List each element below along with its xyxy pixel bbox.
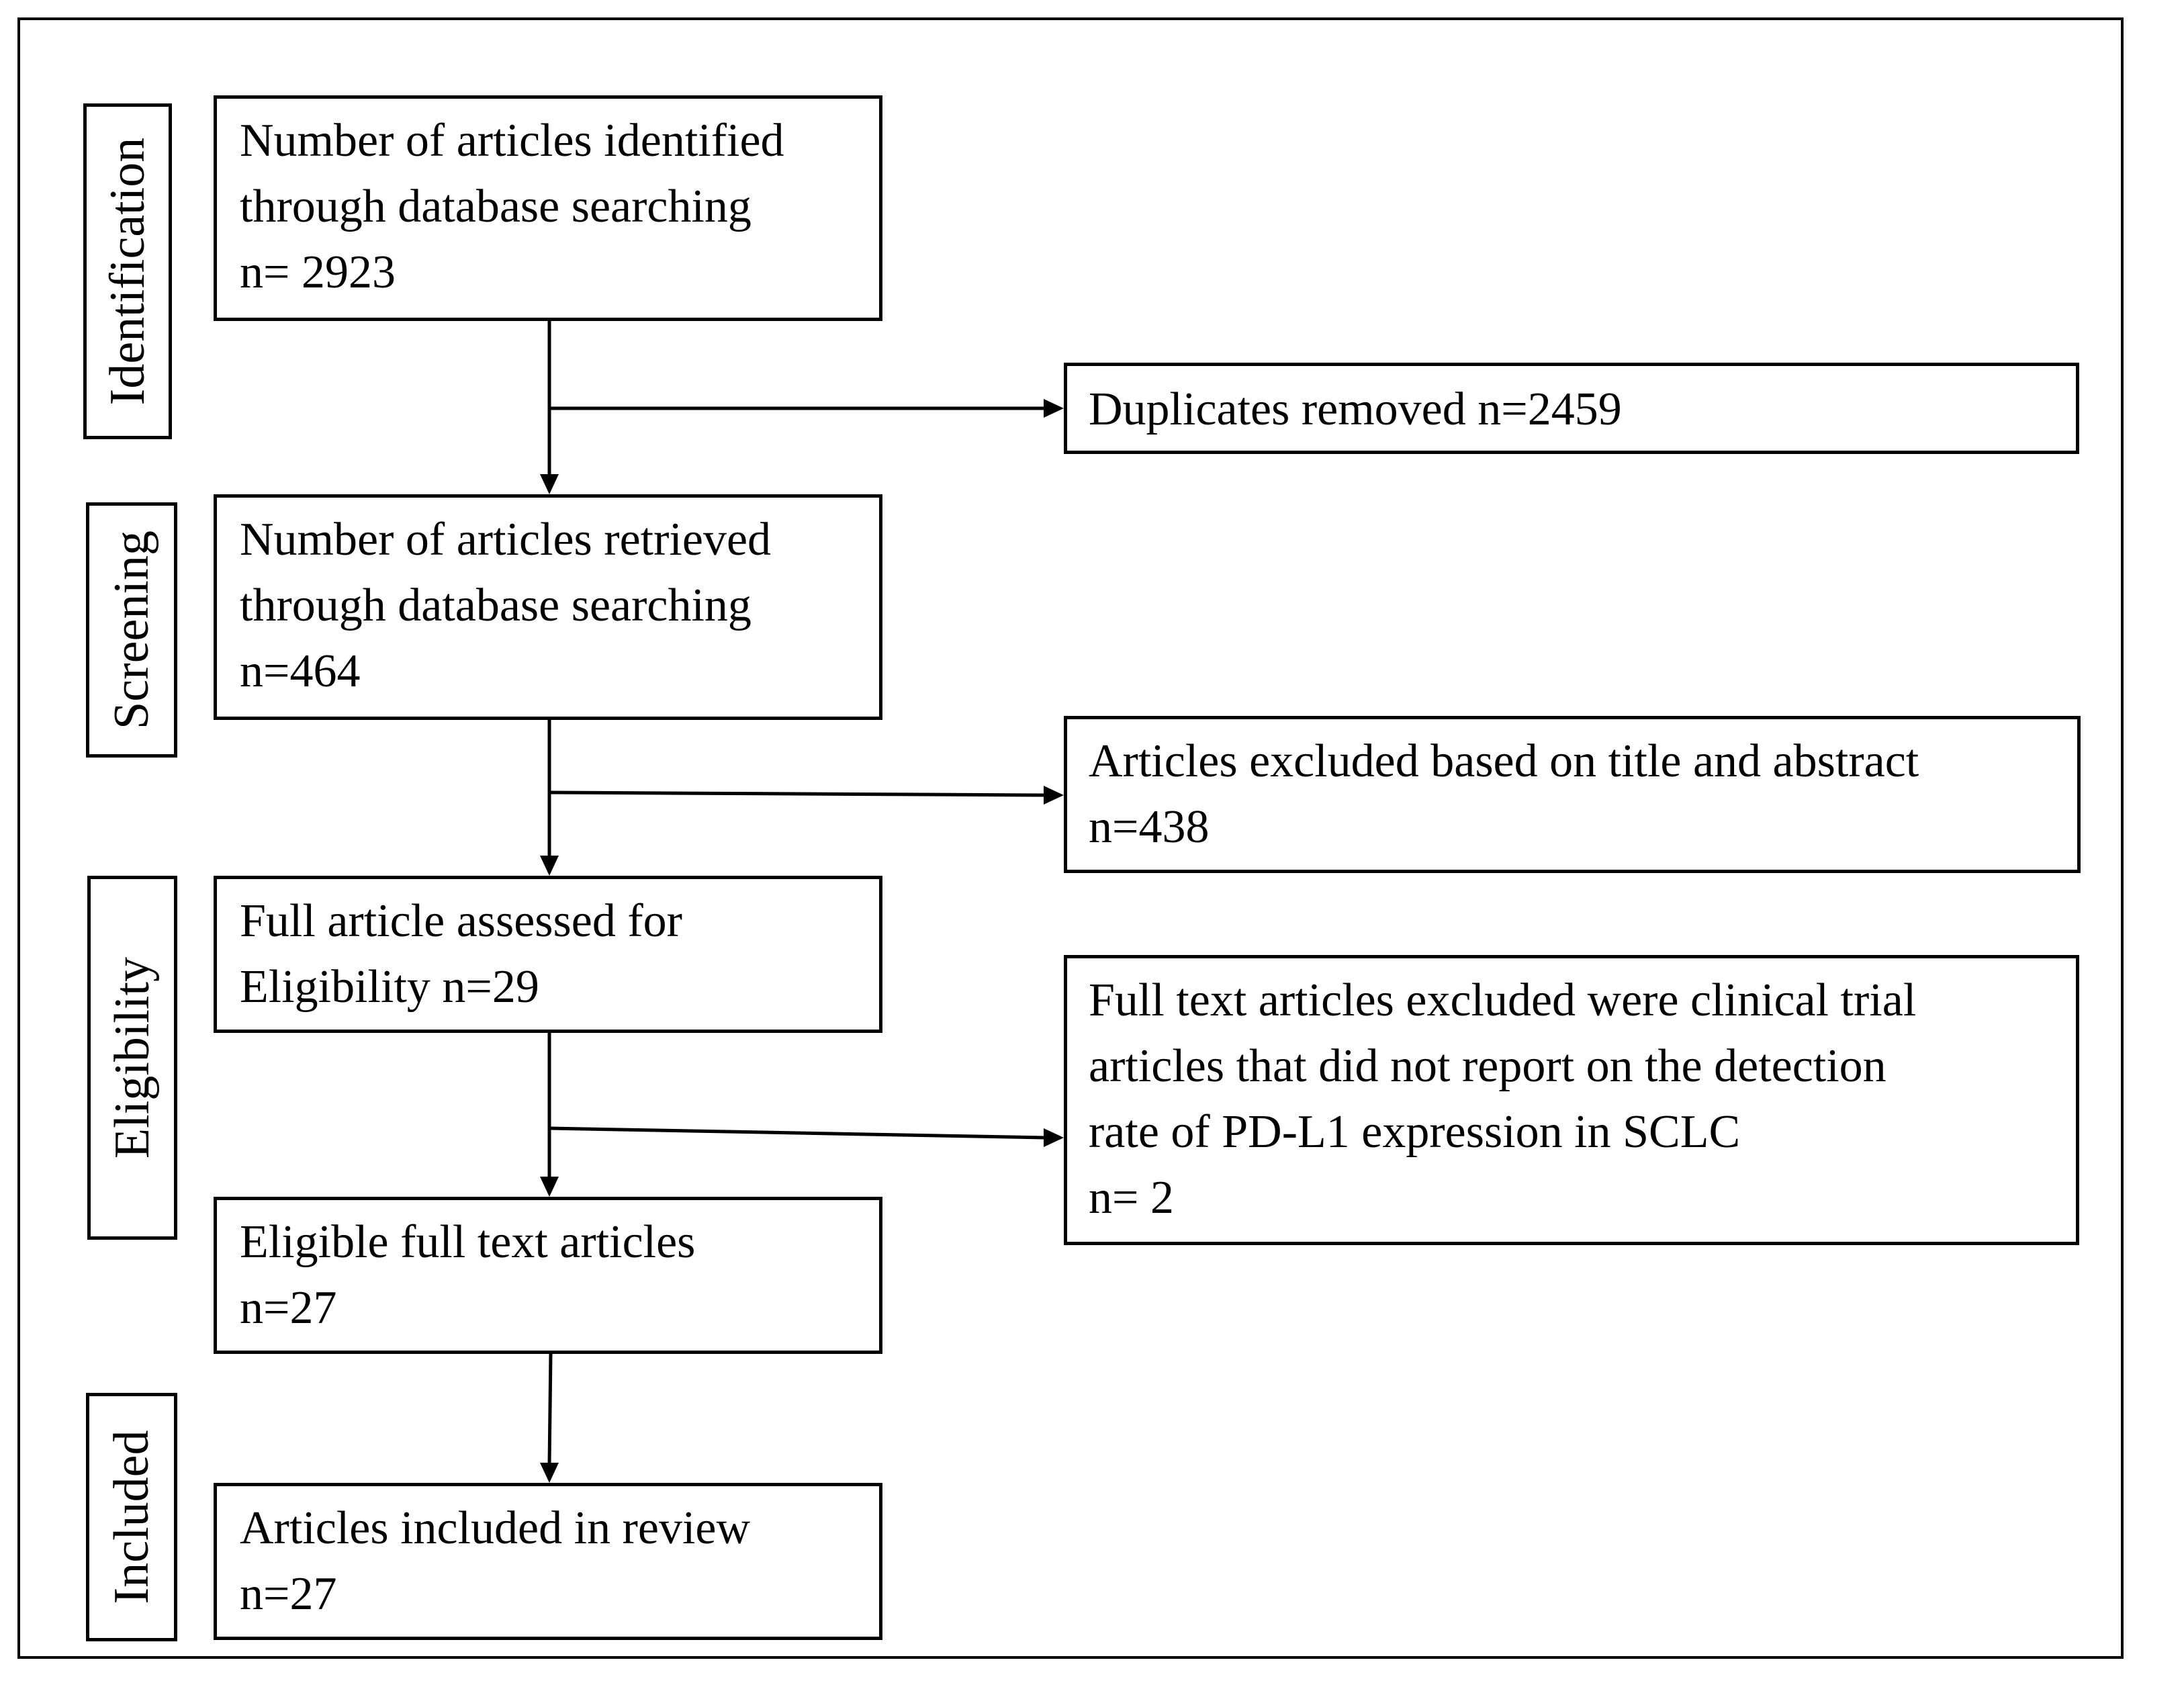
- arrow-to-excluded-fulltext: [549, 1126, 1046, 1140]
- eligible-line-1: Eligible full text articles: [240, 1216, 696, 1268]
- eligible-box: Eligible full text articles n=27: [214, 1197, 882, 1354]
- identified-line-3: n= 2923: [240, 246, 396, 298]
- arrow-eligible-to-included: [547, 1353, 553, 1466]
- retrieved-line-2: through database searching: [240, 580, 752, 631]
- identified-line-1: Number of articles identified: [240, 115, 784, 167]
- included-box: Articles included in review n=27: [214, 1483, 882, 1640]
- excluded-title-line-1: Articles excluded based on title and abs…: [1089, 735, 1919, 787]
- excluded-title-line-2: n=438: [1089, 801, 1210, 853]
- excluded-fulltext-box: Full text articles excluded were clinica…: [1064, 955, 2079, 1245]
- arrowhead-duplicates: [1044, 399, 1064, 418]
- excluded-fulltext-line-3: rate of PD-L1 expression in SCLC: [1089, 1106, 1741, 1158]
- duplicates-box: Duplicates removed n=2459: [1064, 363, 2079, 454]
- diagram-frame: [17, 17, 2124, 1659]
- excluded-title-box: Articles excluded based on title and abs…: [1064, 716, 2081, 873]
- arrow-to-excluded-title: [549, 790, 1046, 797]
- assessed-line-2: Eligibility n=29: [240, 961, 539, 1013]
- excluded-fulltext-line-2: articles that did not report on the dete…: [1089, 1040, 1886, 1092]
- stage-identification: Identification: [83, 103, 172, 439]
- arrowhead-included: [540, 1463, 559, 1483]
- arrowhead-excluded-title: [1044, 786, 1064, 805]
- retrieved-box: Number of articles retrieved through dat…: [214, 494, 882, 720]
- excluded-fulltext-line-1: Full text articles excluded were clinica…: [1089, 974, 1917, 1026]
- stage-screening: Screening: [86, 502, 177, 758]
- duplicates-line-1: Duplicates removed n=2459: [1089, 383, 1622, 435]
- included-line-2: n=27: [240, 1568, 337, 1620]
- included-line-1: Articles included in review: [240, 1502, 751, 1554]
- retrieved-line-1: Number of articles retrieved: [240, 514, 772, 565]
- excluded-fulltext-line-4: n= 2: [1089, 1172, 1174, 1224]
- identified-line-2: through database searching: [240, 181, 752, 232]
- stage-included: Included: [86, 1393, 177, 1641]
- arrowhead-assessed: [540, 856, 559, 876]
- assessed-line-1: Full article assessed for: [240, 895, 682, 947]
- retrieved-line-3: n=464: [240, 645, 361, 697]
- arrowhead-eligible: [540, 1177, 559, 1197]
- identified-box: Number of articles identified through da…: [214, 95, 882, 321]
- eligible-line-2: n=27: [240, 1282, 337, 1334]
- arrowhead-retrieved: [540, 474, 559, 494]
- assessed-box: Full article assessed for Eligibility n=…: [214, 876, 882, 1033]
- stage-eligibility: Eligibility: [87, 876, 177, 1240]
- arrowhead-excluded-fulltext: [1044, 1128, 1064, 1147]
